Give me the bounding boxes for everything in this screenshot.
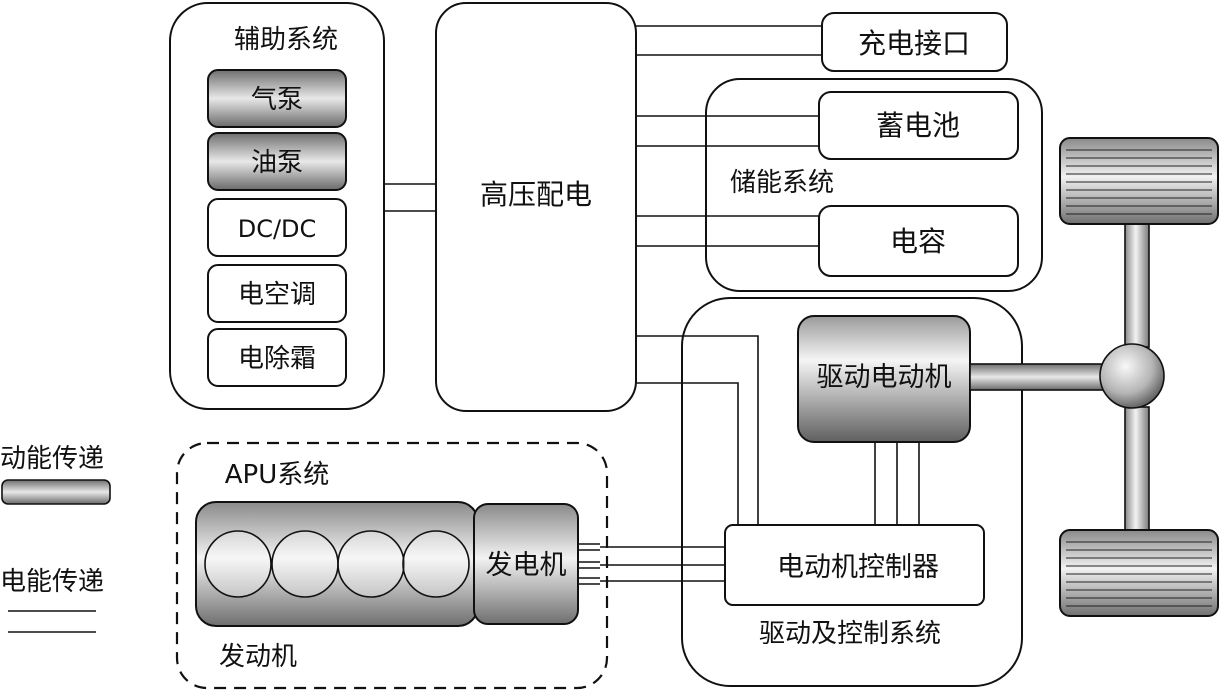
dcdc-box: [207, 198, 347, 257]
air-pump-label: 气泵: [251, 85, 303, 115]
motor-controller-label: 电动机控制器: [777, 552, 939, 583]
hv-storage-connection: [636, 115, 819, 247]
dcdc-label: DC/DC: [238, 215, 317, 243]
axle-upper: [1124, 221, 1150, 348]
capacitor-box: [818, 205, 1019, 277]
motor-controller-connection: [874, 442, 920, 525]
battery-label: 蓄电池: [876, 109, 960, 142]
wheel-lower: [1059, 529, 1219, 617]
electric-ac-label: 电空调: [238, 280, 316, 310]
generator-box: [473, 503, 579, 625]
legend: 动能传递 电能传递: [0, 444, 111, 633]
hv-charging-connection: [636, 25, 822, 56]
drive-system-group: 驱动及控制系统 驱动电动机 电动机控制器: [681, 297, 1023, 687]
engine-cylinder-4: [402, 530, 470, 598]
electric-ac-box: [207, 264, 347, 323]
drive-motor-label: 驱动电动机: [817, 362, 952, 393]
air-pump-box: [207, 69, 347, 128]
drive-system-title: 驱动及控制系统: [759, 619, 941, 649]
aux-system-title: 辅助系统: [234, 25, 338, 55]
hv-distribution-label: 高压配电: [480, 178, 592, 211]
hv-controller-connection: [636, 335, 759, 525]
engine-cylinder-3: [337, 530, 405, 598]
legend-electrical-label: 电能传递: [0, 567, 104, 597]
storage-system-group: 储能系统 蓄电池 电容: [705, 78, 1043, 292]
generator-controller-connection: [600, 546, 725, 582]
hv-distribution-box: [435, 2, 637, 412]
apu-system-title: APU系统: [225, 460, 330, 490]
engine-label: 发动机: [219, 642, 297, 672]
engine-cylinder-1: [204, 530, 272, 598]
engine-cylinder-2: [271, 530, 339, 598]
defroster-box: [207, 328, 347, 387]
axle-lower: [1124, 406, 1150, 533]
capacitor-label: 电容: [890, 225, 946, 258]
battery-box: [818, 91, 1019, 160]
aux-system-group: 辅助系统 气泵 油泵 DC/DC 电空调 电除霜: [169, 2, 385, 410]
axle-assembly: [969, 137, 1219, 617]
legend-electrical-swatch: [8, 610, 96, 633]
legend-mechanical-swatch: [1, 479, 111, 505]
apu-system-group: APU系统 发动机 发电机: [175, 441, 609, 690]
drive-shaft: [969, 363, 1106, 391]
charging-port-box: [821, 12, 1008, 72]
wheel-upper: [1059, 137, 1219, 225]
defroster-label: 电除霜: [238, 344, 316, 374]
legend-mechanical-label: 动能传递: [0, 444, 104, 474]
charging-port-label: 充电接口: [858, 27, 970, 60]
differential: [1099, 343, 1165, 409]
aux-hv-connection: [384, 183, 436, 212]
generator-label: 发电机: [486, 550, 567, 581]
oil-pump-label: 油泵: [251, 148, 303, 178]
storage-system-title: 储能系统: [730, 168, 834, 198]
generator-terminals: [578, 543, 600, 585]
oil-pump-box: [207, 132, 347, 191]
